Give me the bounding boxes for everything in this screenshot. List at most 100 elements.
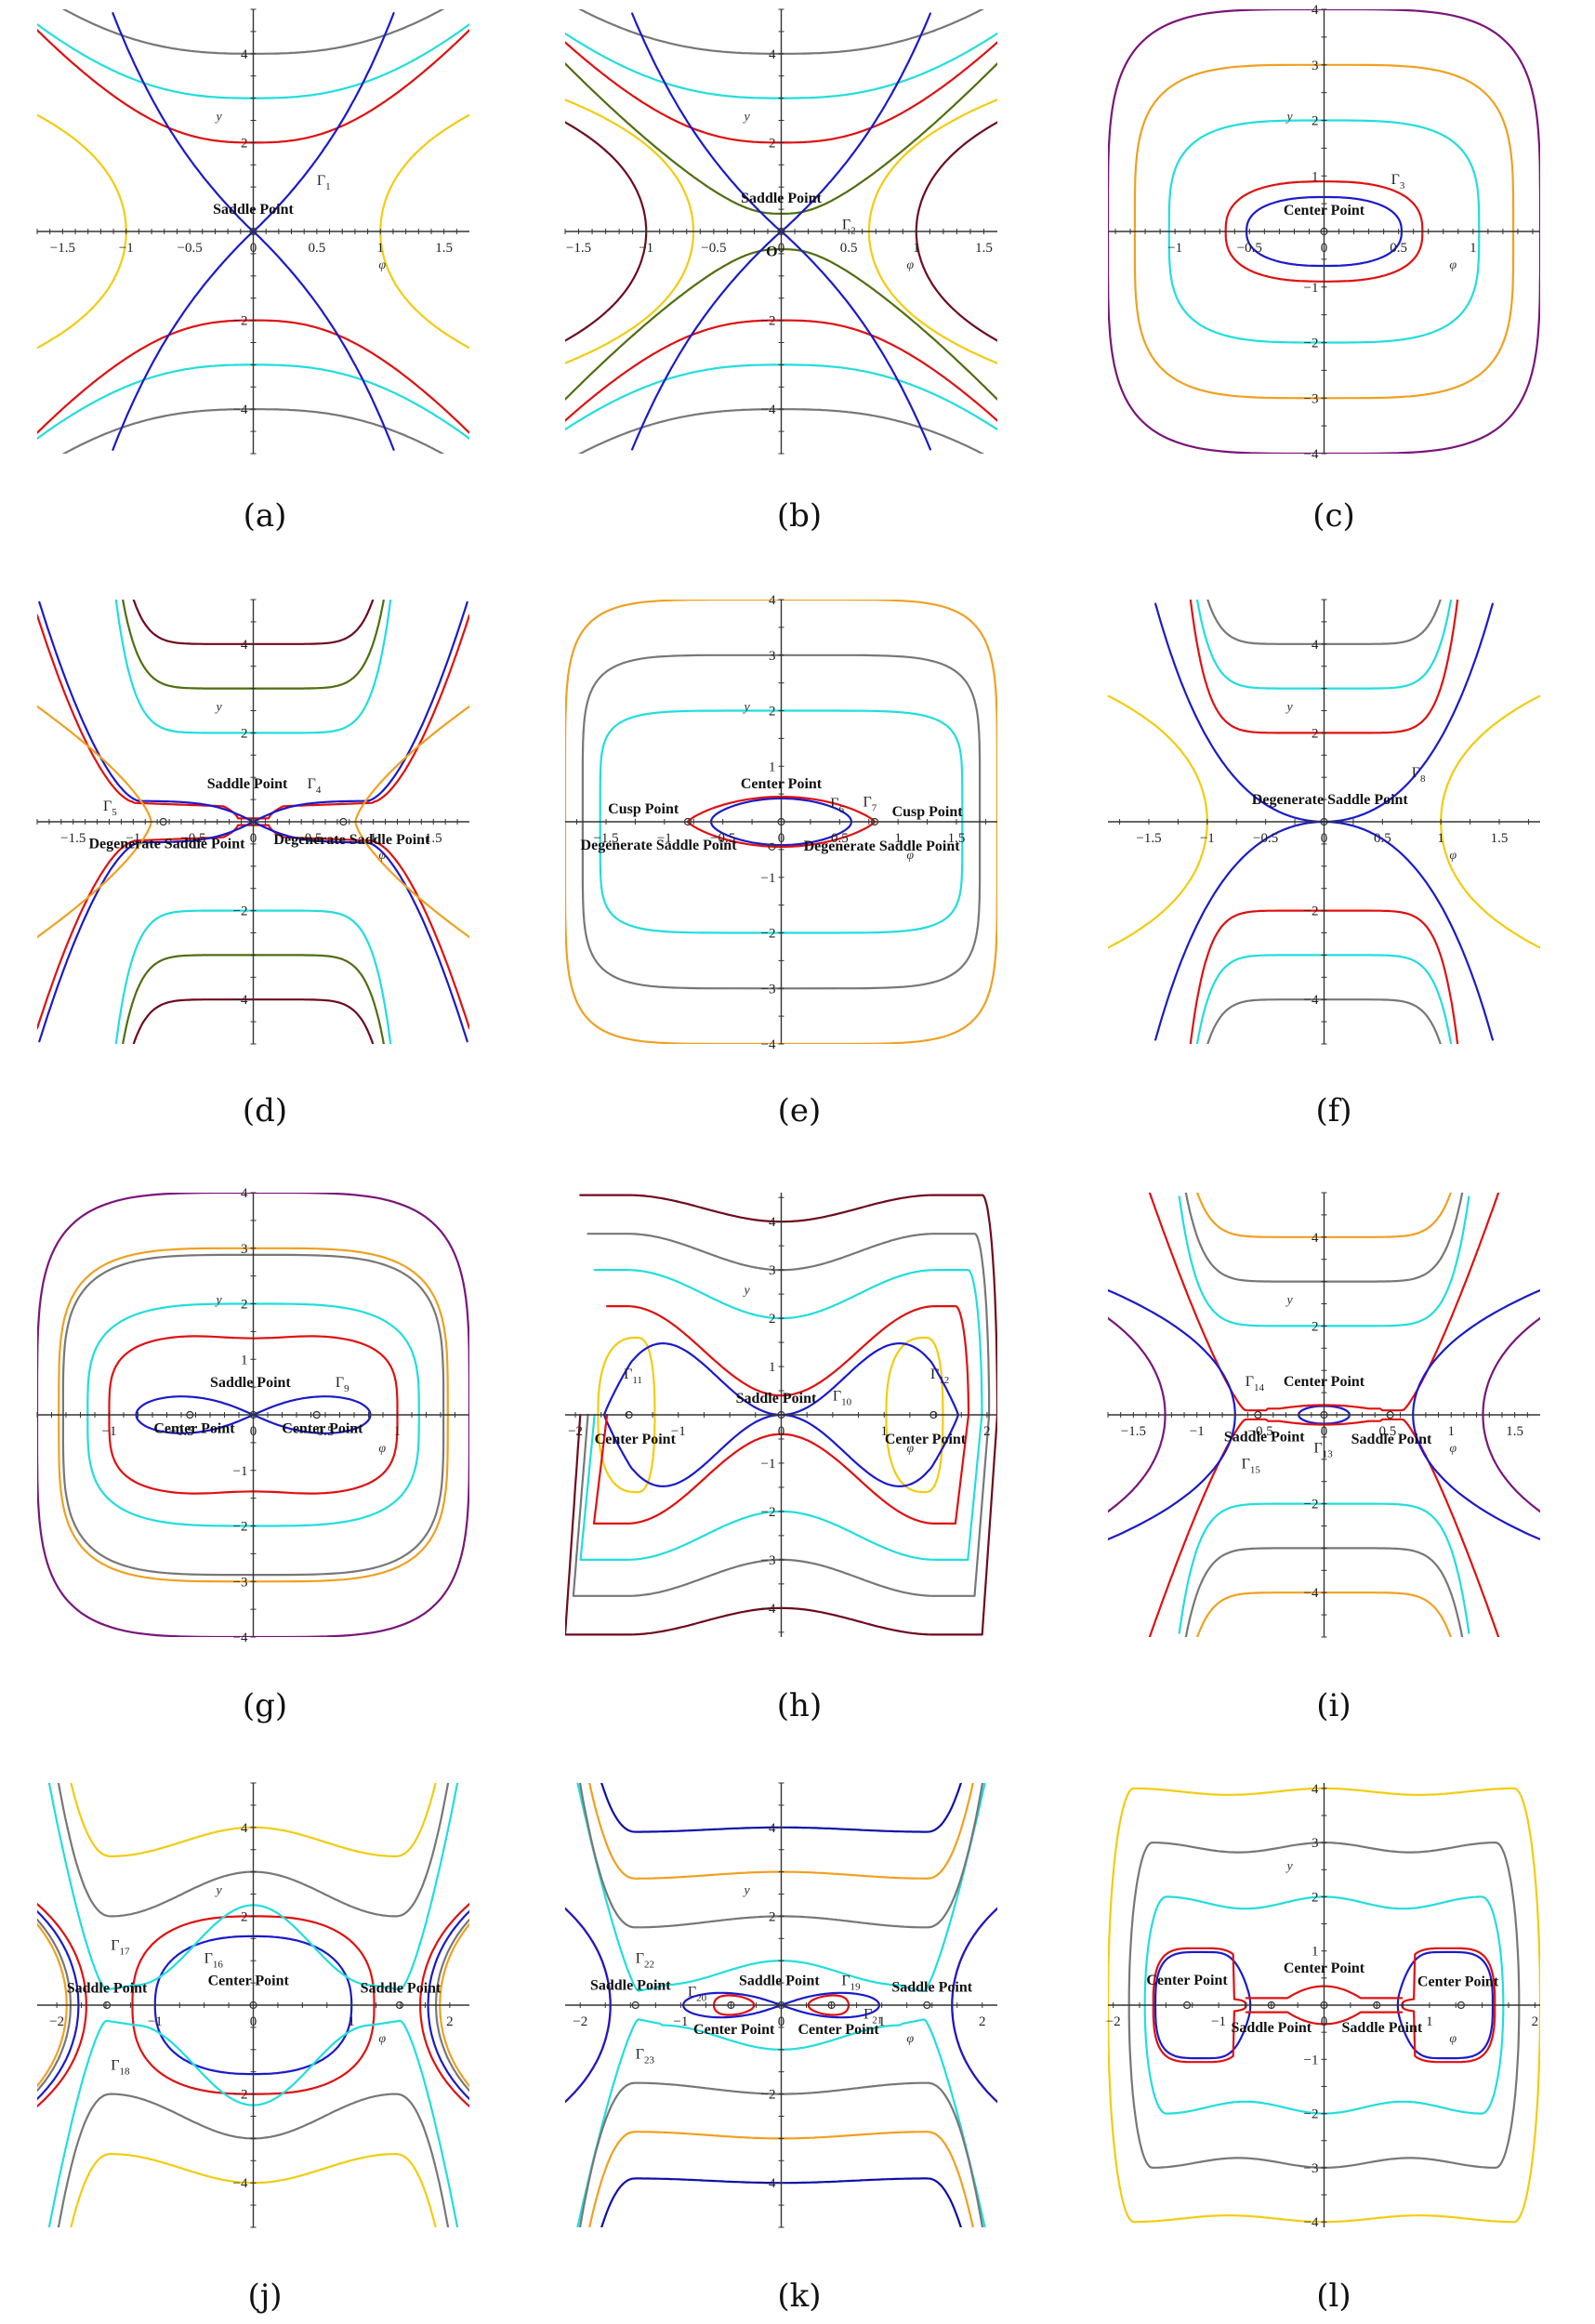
y-tick-label: 4 bbox=[769, 1821, 776, 1836]
trajectory-purple bbox=[1108, 9, 1540, 454]
y-tick-label: 4 bbox=[1312, 1782, 1319, 1797]
x-tick-label: −1 bbox=[119, 241, 134, 256]
point-annotation: Center Point bbox=[798, 2022, 880, 2038]
x-tick-label: −1 bbox=[125, 831, 140, 846]
degenerate-point-marker bbox=[339, 817, 348, 826]
y-tick-label: −2 bbox=[761, 927, 776, 942]
x-tick-label: −1 bbox=[1190, 1424, 1205, 1439]
center-point-marker bbox=[827, 2000, 836, 2010]
x-tick-label: −0.5 bbox=[1248, 1424, 1273, 1439]
y-tick-label: −4 bbox=[1304, 993, 1319, 1008]
saddle-point-marker bbox=[1254, 1410, 1262, 1419]
y-tick-label: −4 bbox=[233, 1631, 248, 1645]
y-axis-label: y bbox=[1285, 701, 1294, 715]
x-tick-label: 0.5 bbox=[840, 241, 858, 256]
x-tick-label: 1.5 bbox=[425, 831, 442, 846]
point-annotation: Saddle Point bbox=[891, 1980, 972, 1996]
y-tick-label: −4 bbox=[233, 403, 248, 417]
point-annotation: O bbox=[766, 244, 777, 259]
orbit-label-gamma-8: Γ8 bbox=[1412, 765, 1426, 785]
x-tick-label: 0 bbox=[1321, 2014, 1328, 2029]
point-annotation: Center Point bbox=[595, 1432, 677, 1447]
y-tick-label: 3 bbox=[1312, 59, 1319, 73]
center-point-marker bbox=[186, 1410, 194, 1419]
y-tick-label: 4 bbox=[1312, 638, 1319, 653]
orbit-label-gamma-5: Γ5 bbox=[103, 799, 117, 818]
center-point-marker bbox=[625, 1410, 633, 1419]
x-tick-label: −1 bbox=[639, 241, 653, 256]
x-axis-label: φ bbox=[1449, 258, 1457, 272]
x-tick-label: 1.5 bbox=[1506, 1424, 1523, 1439]
x-tick-label: −1.5 bbox=[1136, 831, 1161, 846]
subfigure-caption-e: (e) bbox=[777, 1092, 822, 1129]
y-tick-label: 2 bbox=[1312, 726, 1319, 741]
point-annotation: Saddle Point bbox=[590, 1977, 671, 1993]
x-tick-label: −2 bbox=[568, 1424, 583, 1439]
cusp-point-marker bbox=[683, 817, 692, 826]
point-annotation: Cusp Point bbox=[892, 804, 964, 820]
y-tick-label: 3 bbox=[1312, 1836, 1319, 1851]
center-point-marker bbox=[312, 1410, 321, 1419]
point-annotation: Center Point bbox=[282, 1421, 363, 1437]
point-annotation: Degenerate Saddle Point bbox=[581, 838, 738, 853]
x-axis-label: φ bbox=[1449, 1442, 1457, 1456]
subfigure-caption-k: (k) bbox=[777, 2278, 822, 2315]
saddle-point-marker bbox=[1386, 1410, 1394, 1419]
y-tick-label: −2 bbox=[233, 2088, 248, 2103]
x-axis-label: φ bbox=[906, 849, 914, 863]
y-tick-label: −2 bbox=[233, 314, 248, 329]
x-tick-label: −1.5 bbox=[593, 831, 618, 846]
x-tick-label: 1.5 bbox=[975, 241, 993, 256]
x-tick-label: −1 bbox=[148, 2014, 163, 2029]
center-point-marker bbox=[1320, 1410, 1328, 1419]
x-tick-label: 0 bbox=[250, 241, 257, 256]
y-tick-label: −1 bbox=[761, 1457, 776, 1472]
y-tick-label: −4 bbox=[761, 1602, 776, 1617]
x-tick-label: −1 bbox=[673, 2014, 688, 2029]
y-tick-label: −3 bbox=[1304, 391, 1319, 406]
y-axis-label: y bbox=[743, 701, 751, 715]
x-tick-label: −2 bbox=[49, 2014, 64, 2029]
y-tick-label: −3 bbox=[761, 982, 776, 997]
x-tick-label: 2 bbox=[979, 2014, 986, 2029]
x-tick-label: 0.5 bbox=[309, 241, 326, 256]
y-tick-label: −2 bbox=[761, 1505, 776, 1520]
x-tick-label: −1.5 bbox=[50, 241, 75, 256]
x-tick-label: 0 bbox=[1321, 1424, 1328, 1439]
orbit-label-gamma-17: Γ17 bbox=[111, 1937, 130, 1957]
y-tick-label: 4 bbox=[769, 47, 776, 62]
x-tick-label: 0 bbox=[1321, 831, 1328, 846]
orbit-label-gamma-16: Γ16 bbox=[204, 1951, 224, 1971]
y-tick-label: −1 bbox=[1304, 2053, 1319, 2067]
y-axis-label: y bbox=[1285, 111, 1294, 125]
saddle-point-marker bbox=[249, 1410, 257, 1419]
y-tick-label: −4 bbox=[233, 2176, 248, 2191]
y-axis-label: y bbox=[1285, 1859, 1294, 1873]
saddle-point-marker bbox=[777, 1410, 785, 1419]
x-tick-label: −1 bbox=[671, 1424, 686, 1439]
point-annotation: Degenerate Saddle Point bbox=[273, 832, 430, 848]
x-tick-label: 0 bbox=[778, 2014, 785, 2029]
x-tick-label: 1 bbox=[370, 831, 377, 846]
y-tick-label: −2 bbox=[1304, 1498, 1319, 1512]
x-tick-label: 0 bbox=[250, 1424, 257, 1439]
x-tick-label: 1.5 bbox=[1491, 831, 1509, 846]
x-tick-label: −1 bbox=[1200, 831, 1215, 846]
degenerate-point-marker bbox=[159, 817, 167, 826]
y-tick-label: 1 bbox=[241, 1353, 248, 1367]
orbit-label-gamma-11: Γ11 bbox=[624, 1367, 642, 1386]
